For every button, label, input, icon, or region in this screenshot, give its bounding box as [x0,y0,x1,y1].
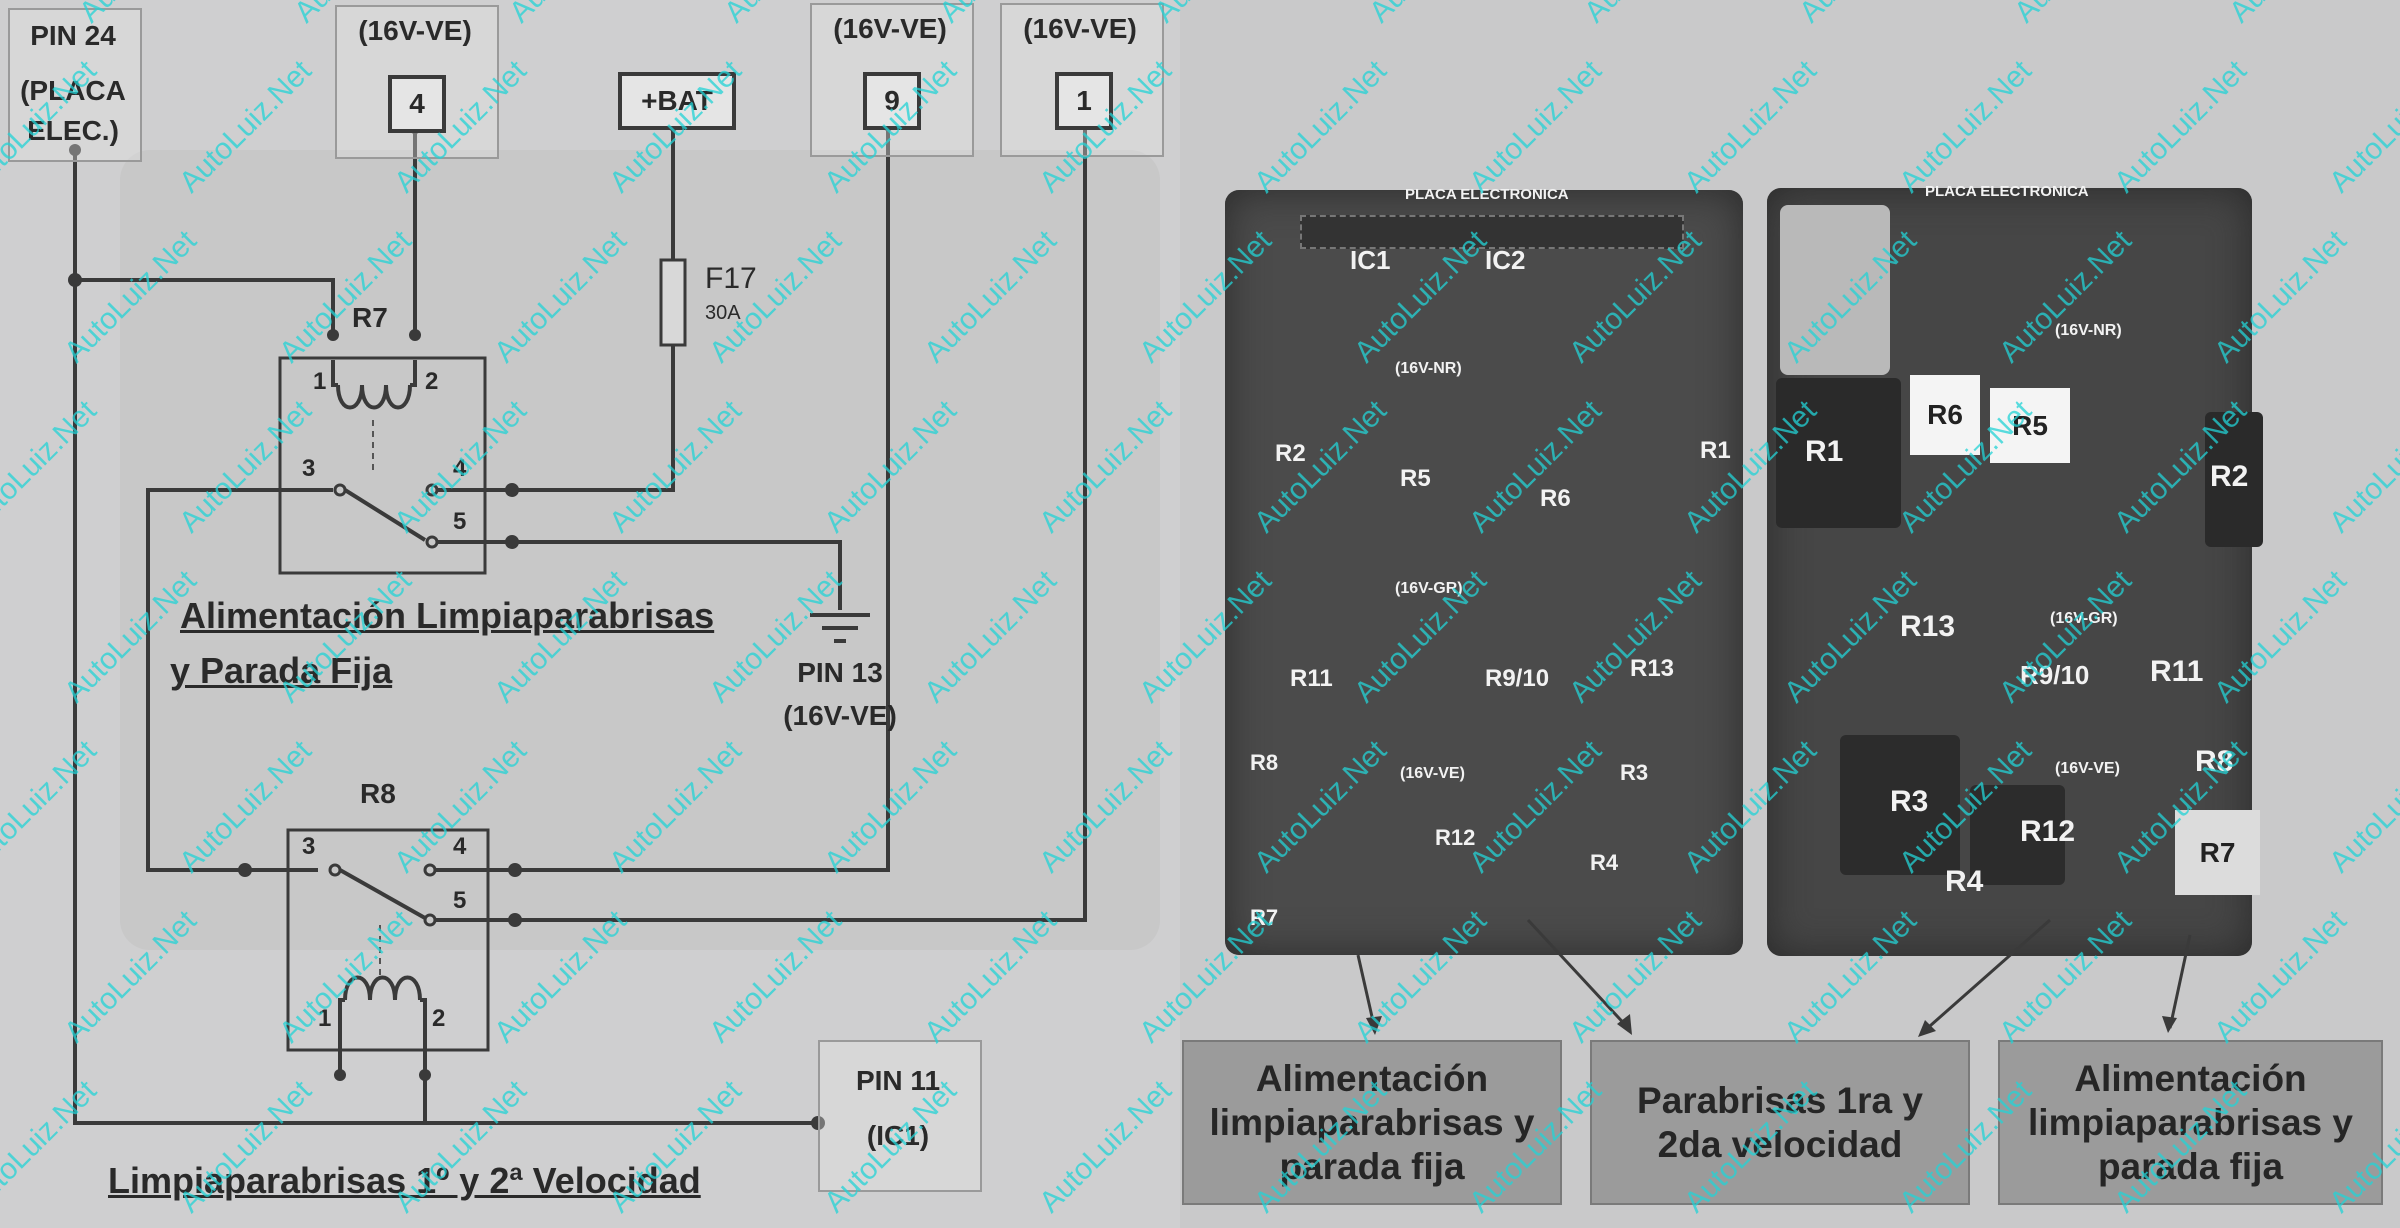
pcb-right-label: R3 [1890,785,1929,818]
pcb-left-label: R8 [1250,750,1279,775]
ground-label-pin: PIN 13 [797,657,883,688]
pcb-right-label: (16V-VE) [2055,760,2120,777]
fuse-rating: 30A [705,302,741,324]
pcb-left-label: (16V-VE) [1400,765,1465,782]
pcb-left-label: (16V-GR) [1395,580,1463,597]
faded-board-background [120,150,1160,950]
conn9-number: 9 [863,72,921,130]
conn4-number: 4 [388,75,446,133]
pcb-left-label: R6 [1540,485,1571,512]
pcb-right-label: R13 [1900,610,1956,643]
pcb-right-label: R12 [2020,815,2076,848]
pcb-right-label: (16V-GR) [2050,610,2118,627]
relay-r7-t3: 3 [302,455,316,482]
pcb-left-title: PLACA ELECTRONICA [1405,186,1569,203]
fuse-f17 [659,258,687,347]
pcb-left-label: IC2 [1485,245,1526,275]
relay-r7-name: R7 [352,302,388,333]
pin24-label: PIN 24 [30,20,116,51]
pin24-box [8,8,142,162]
relay-r8-t1: 1 [318,1005,332,1032]
caption-left: Alimentación limpiaparabrisas y parada f… [1182,1040,1562,1205]
pcb-left-label: (16V-NR) [1395,360,1462,377]
pcb-left-label: R5 [1400,465,1431,492]
pcb-right-label: (16V-NR) [2055,322,2122,339]
relay-r8-t3: 3 [302,833,316,860]
ground-label-conn: (16V-VE) [783,700,897,731]
pcb-left-ic-strip [1300,215,1684,249]
pcb-right-conn-block [1780,205,1890,375]
conn1-header: (16V-VE) [1023,13,1137,44]
relay-r3-body [1840,735,1960,875]
relay-r8-t2: 2 [432,1005,446,1032]
relay-r8-name: R8 [360,778,396,809]
pcb-left-label: R12 [1435,825,1476,850]
pcb-right-title: PLACA ELECTRONICA [1925,183,2089,200]
relay-r7-t1: 1 [313,368,327,395]
relay-r7-t2: 2 [425,368,439,395]
relay-r7-t5: 5 [453,508,467,535]
caption-arrows [1356,918,2192,1037]
pcb-right-label: R8 [2195,745,2234,778]
pin11-sub: (IC1) [866,1120,930,1151]
relay-r7-t4: 4 [453,455,467,482]
fuse-name: F17 [705,262,757,295]
conn1-number: 1 [1055,72,1113,130]
pcb-right-label: R11 [2150,655,2204,688]
caption-middle: Parabrisas 1ra y 2da velocidad [1590,1040,1970,1205]
pcb-left-label: R7 [1250,905,1279,930]
pcb-left-label: R13 [1630,655,1675,682]
ground-icon [810,613,870,643]
relay-r2-body [2205,412,2263,547]
relay-r6-body: R6 [1910,375,1980,455]
pcb-left-label: R2 [1275,440,1306,467]
relay-r7-body: R7 [2175,810,2260,895]
section1-title-line1: Alimentación Limpiaparabrisas [180,595,715,636]
relay-r8-box [286,828,490,1052]
relay-r7-box [278,356,487,575]
pcb-right-label: R1 [1805,435,1844,468]
conn4-header: (16V-VE) [358,15,472,46]
pcb-right-label: R9/10 [2020,660,2090,690]
pin11-label: PIN 11 [855,1065,941,1096]
section1-title-line2: y Parada Fija [170,650,393,691]
conn9-header: (16V-VE) [833,13,947,44]
relay-r8-t4: 4 [453,833,467,860]
pcb-left [1225,190,1743,955]
relay-r12-body [1970,785,2065,885]
pcb-right-label: R4 [1945,865,1984,898]
pcb-left-label: IC1 [1350,245,1391,275]
relay-r8-t5: 5 [453,887,467,914]
caption-right: Alimentación limpiaparabrisas y parada f… [1998,1040,2383,1205]
pin11-box [818,1040,982,1192]
pcb-left-label: R3 [1620,760,1649,785]
pcb-left-label: R4 [1590,850,1619,875]
pin24-sub1: (PLACA [20,75,126,106]
section2-title: Limpiaparabrisas 1º y 2ª Velocidad [108,1160,701,1201]
bat-label: +BAT [618,72,736,130]
pin24-sub2: ELEC.) [27,115,119,146]
relay-r5-body: R5 [1990,388,2070,463]
pcb-left-label: R9/10 [1485,665,1550,692]
relay-r1-body [1776,378,1901,528]
pcb-left-label: R11 [1290,665,1333,692]
pcb-left-label: R1 [1700,437,1731,464]
pcb-right-label: R2 [2210,460,2249,493]
